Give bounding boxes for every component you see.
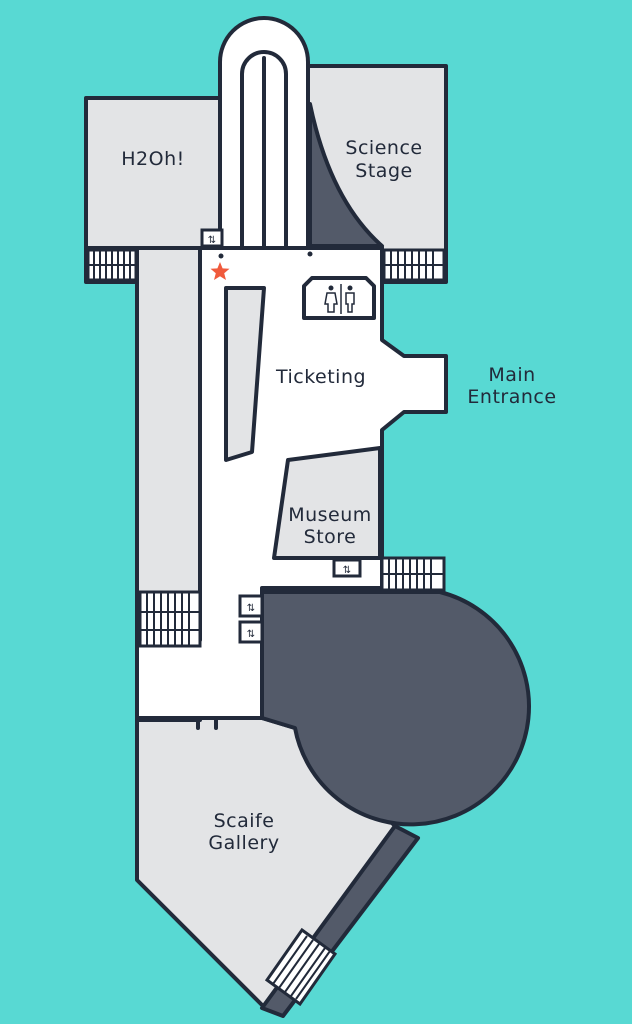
restrooms[interactable]: [302, 276, 376, 320]
label-scaife-gallery-1: Scaife: [214, 810, 275, 832]
label-main-entrance-2: Entrance: [467, 386, 556, 408]
label-h2oh: H2Oh!: [121, 148, 185, 170]
hairpin-ramp: [218, 16, 310, 250]
label-science-stage-2: Stage: [355, 160, 412, 182]
label-main-entrance-1: Main: [488, 364, 535, 386]
label-scaife-gallery-2: Gallery: [208, 832, 279, 854]
up-down-arrows-icon: ⇅: [343, 565, 351, 576]
up-down-arrows-icon: ⇅: [247, 603, 255, 614]
up-down-arrows-icon: ⇅: [247, 629, 255, 640]
elevator-store[interactable]: ⇅: [332, 558, 362, 578]
label-museum-store-1: Museum: [288, 504, 372, 526]
elevator-pair[interactable]: ⇅ ⇅: [238, 594, 264, 644]
you-are-here-star-icon: [210, 262, 230, 280]
door-markers: [196, 251, 313, 730]
ticketing-kiosk: [224, 286, 266, 462]
label-science-stage-1: Science: [345, 137, 422, 159]
stairs-store: [380, 556, 446, 592]
label-ticketing: Ticketing: [275, 366, 366, 388]
dome-theater: [260, 590, 531, 827]
stairs-west: [138, 590, 202, 648]
elevator-top[interactable]: ⇅: [200, 228, 224, 248]
restroom-icon: [324, 284, 355, 314]
label-museum-store-2: Store: [304, 526, 357, 548]
museum-store-room[interactable]: [272, 446, 382, 560]
stairs-lower: [264, 927, 338, 1007]
stairs-h2oh: [86, 248, 138, 282]
up-down-arrows-icon: ⇅: [208, 235, 216, 246]
science-stage-seating: [308, 102, 384, 248]
stairs-science-stage: [382, 248, 446, 282]
h2oh-room[interactable]: [84, 96, 222, 250]
